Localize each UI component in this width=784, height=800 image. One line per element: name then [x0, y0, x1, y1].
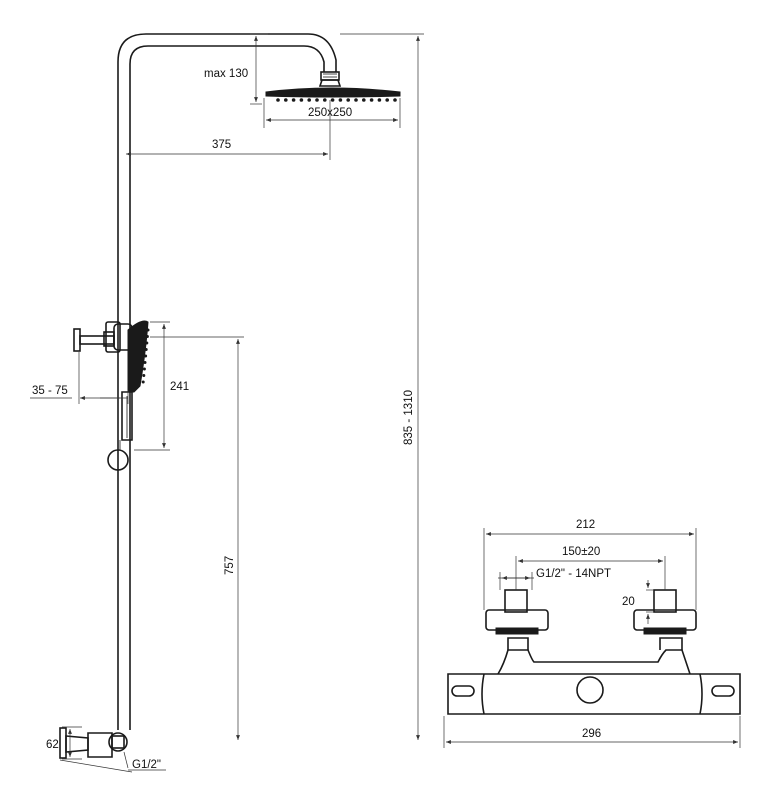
- label-inlet-thread: G1/2": [132, 759, 161, 771]
- nozzle-dot: [146, 328, 150, 332]
- label-connection-thread: G1/2" - 14NPT: [536, 568, 611, 580]
- wall-connection: [59, 727, 133, 773]
- dimension-width-outer: 212: [483, 519, 697, 610]
- nozzle-dot: [377, 98, 382, 102]
- label-eccentric-depth: 20: [622, 596, 635, 608]
- nozzle-dot: [142, 374, 146, 377]
- dimension-connection-thread: G1/2" - 14NPT: [498, 568, 611, 590]
- label-arm-drop: max 130: [204, 68, 248, 80]
- hand-shower-icon: [107, 320, 150, 471]
- dimension-total-height: 835 - 1310: [340, 33, 424, 740]
- inlet-thread-callout: G1/2": [123, 751, 166, 771]
- dimension-center-distance: 150±20: [515, 546, 666, 590]
- nozzle-dot: [393, 98, 397, 102]
- riser-pipe: [117, 33, 337, 730]
- wall-bracket-icon: [73, 321, 133, 353]
- dimension-eccentric-depth: 20: [622, 580, 654, 624]
- nozzle-dot: [354, 98, 358, 102]
- label-wall-distance: 35 - 75: [32, 385, 68, 397]
- nozzle-dot: [307, 98, 312, 102]
- dimension-holder-height: 757: [150, 336, 244, 740]
- label-width-outer: 212: [576, 519, 595, 531]
- label-total-height: 835 - 1310: [403, 390, 415, 445]
- nozzle-dot: [145, 335, 149, 338]
- dimension-head-size: 250x250: [263, 98, 401, 128]
- label-elbow-height: 62: [46, 739, 59, 751]
- label-handheld-length: 241: [170, 381, 189, 393]
- label-center-distance: 150±20: [562, 546, 600, 558]
- dimension-body-length: 296: [443, 716, 741, 748]
- nozzle-dot: [144, 354, 148, 358]
- nozzle-dot: [362, 98, 366, 102]
- label-body-length: 296: [582, 728, 601, 740]
- nozzle-dot: [385, 98, 390, 102]
- dimension-arm-length: 375: [126, 100, 331, 160]
- nozzle-dot: [299, 98, 304, 102]
- shower-head-icon: [265, 71, 401, 102]
- dimension-elbow-height: 62: [46, 726, 82, 760]
- nozzle-dot: [142, 367, 146, 371]
- nozzle-dot: [369, 98, 374, 102]
- nozzle-dot: [144, 348, 148, 351]
- nozzle-dot: [338, 98, 343, 102]
- dimension-wall-distance: 35 - 75: [30, 352, 129, 404]
- label-arm-length: 375: [212, 139, 231, 151]
- nozzle-dot: [330, 98, 335, 102]
- dimension-handheld-length: 241: [134, 321, 189, 451]
- nozzle-dot: [141, 380, 145, 384]
- nozzle-dot: [276, 98, 280, 102]
- nozzle-dot: [143, 361, 147, 364]
- nozzle-dot: [323, 98, 327, 102]
- nozzle-dot: [315, 98, 319, 102]
- label-holder-height: 757: [224, 556, 236, 575]
- nozzle-dot: [346, 98, 351, 102]
- dimension-arm-drop: max 130: [204, 33, 268, 105]
- nozzle-dot: [145, 341, 149, 345]
- nozzle-dot: [284, 98, 288, 102]
- nozzle-dot: [291, 98, 296, 102]
